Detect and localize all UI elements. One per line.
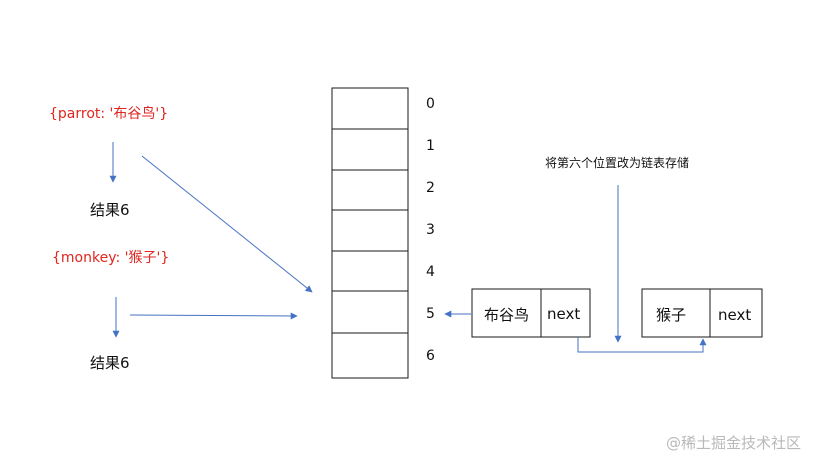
table-cell-6 bbox=[331, 332, 409, 379]
entry-monkey-label: {monkey: '猴子'} bbox=[52, 250, 170, 266]
arrow-entry1-to-slot5 bbox=[141, 155, 313, 293]
node2-value: 猴子 bbox=[656, 306, 687, 324]
chain-note-label: 将第六个位置改为链表存储 bbox=[545, 156, 690, 170]
table-cell-1 bbox=[331, 128, 409, 171]
hash-table bbox=[331, 87, 409, 379]
arrow-next-to-node2 bbox=[577, 337, 707, 353]
index-label-4: 4 bbox=[426, 264, 435, 280]
node1-value: 布谷鸟 bbox=[484, 306, 530, 324]
table-cell-2 bbox=[331, 169, 409, 211]
arrow-entry2-to-slot5 bbox=[129, 312, 298, 320]
index-label-6: 6 bbox=[426, 348, 435, 364]
node1-next: next bbox=[547, 305, 581, 323]
index-label-3: 3 bbox=[426, 222, 435, 238]
index-label-5: 5 bbox=[426, 306, 435, 322]
result-label-1: 结果6 bbox=[90, 201, 130, 219]
index-label-0: 0 bbox=[426, 96, 435, 112]
table-cell-3 bbox=[331, 209, 409, 252]
result-label-2: 结果6 bbox=[90, 354, 130, 372]
linked-list-node-2 bbox=[641, 288, 763, 338]
index-label-1: 1 bbox=[426, 138, 435, 154]
table-cell-4 bbox=[331, 250, 409, 292]
watermark-text: @稀土掘金技术社区 bbox=[666, 434, 802, 452]
table-cell-0 bbox=[331, 87, 409, 130]
linked-list-node-1 bbox=[471, 288, 591, 338]
node2-next: next bbox=[718, 306, 752, 324]
index-label-2: 2 bbox=[426, 180, 435, 196]
entry-parrot-label: {parrot: '布谷鸟'} bbox=[49, 106, 169, 122]
table-cell-5 bbox=[331, 290, 409, 334]
